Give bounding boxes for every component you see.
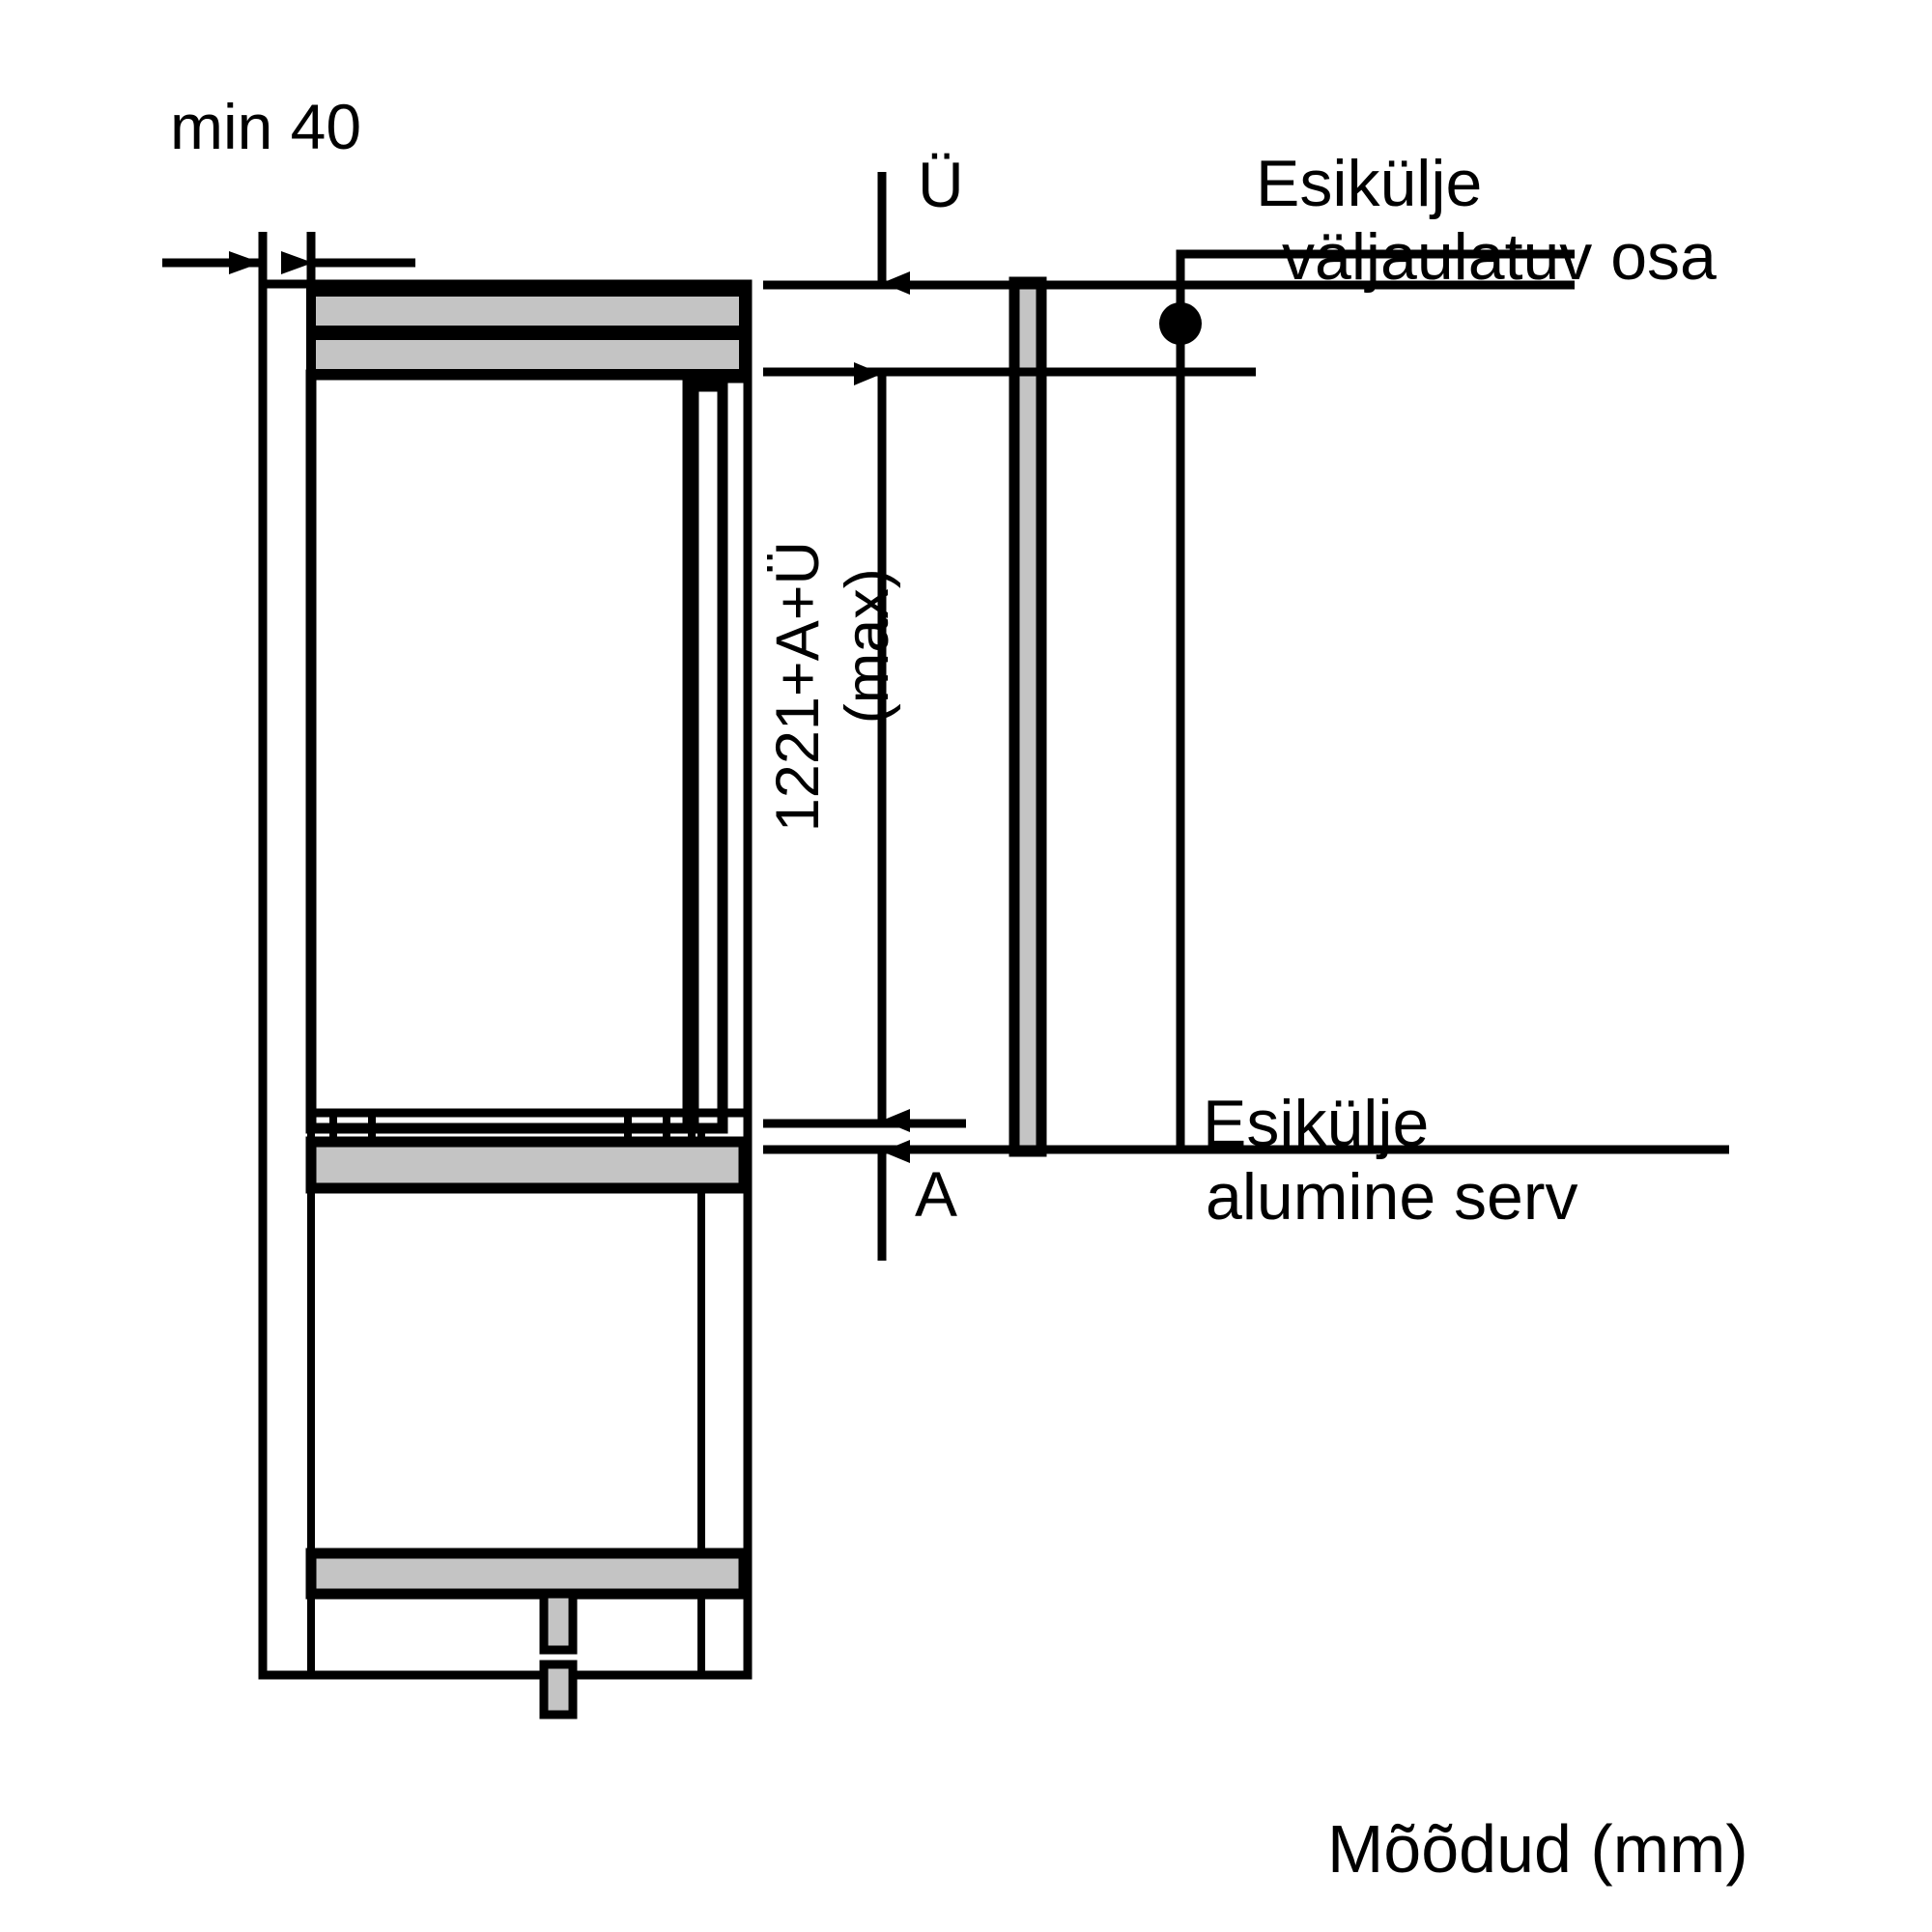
label-front-protrusion: Esikülje väljaulatuv osa	[1256, 147, 1717, 294]
reference-lines	[763, 280, 1729, 1154]
label-units-caption: Mõõdud (mm)	[1327, 1811, 1748, 1887]
label-front-bottom-edge: Esikülje alumine serv	[1203, 1087, 1578, 1234]
label-total-height-line2: (max)	[834, 568, 901, 724]
middle-shelf-assembly	[305, 1108, 750, 1194]
label-front-protrusion-line2: väljaulatuv osa	[1282, 220, 1717, 295]
label-front-bottom-edge-line2: alumine serv	[1206, 1160, 1578, 1235]
appliance-body	[305, 369, 728, 1134]
front-panel-bar	[1009, 276, 1047, 1157]
label-overhang-symbol: Ü	[918, 149, 964, 220]
label-total-height-dimension: 1221+A+Ü (max)	[763, 541, 902, 832]
label-front-bottom-edge-line1: Esikülje	[1203, 1087, 1430, 1160]
label-total-height-line1: 1221+A+Ü	[764, 541, 832, 833]
label-min-clearance: min 40	[170, 91, 362, 162]
label-base-gap-symbol: A	[915, 1158, 958, 1230]
leader-line-front-protrusion	[1159, 249, 1575, 1150]
label-front-protrusion-line1: Esikülje	[1256, 147, 1483, 220]
bottom-shelf-assembly	[305, 1548, 750, 1719]
cabinet-top-panels	[306, 287, 749, 384]
dimension-min-clearance	[162, 232, 415, 292]
